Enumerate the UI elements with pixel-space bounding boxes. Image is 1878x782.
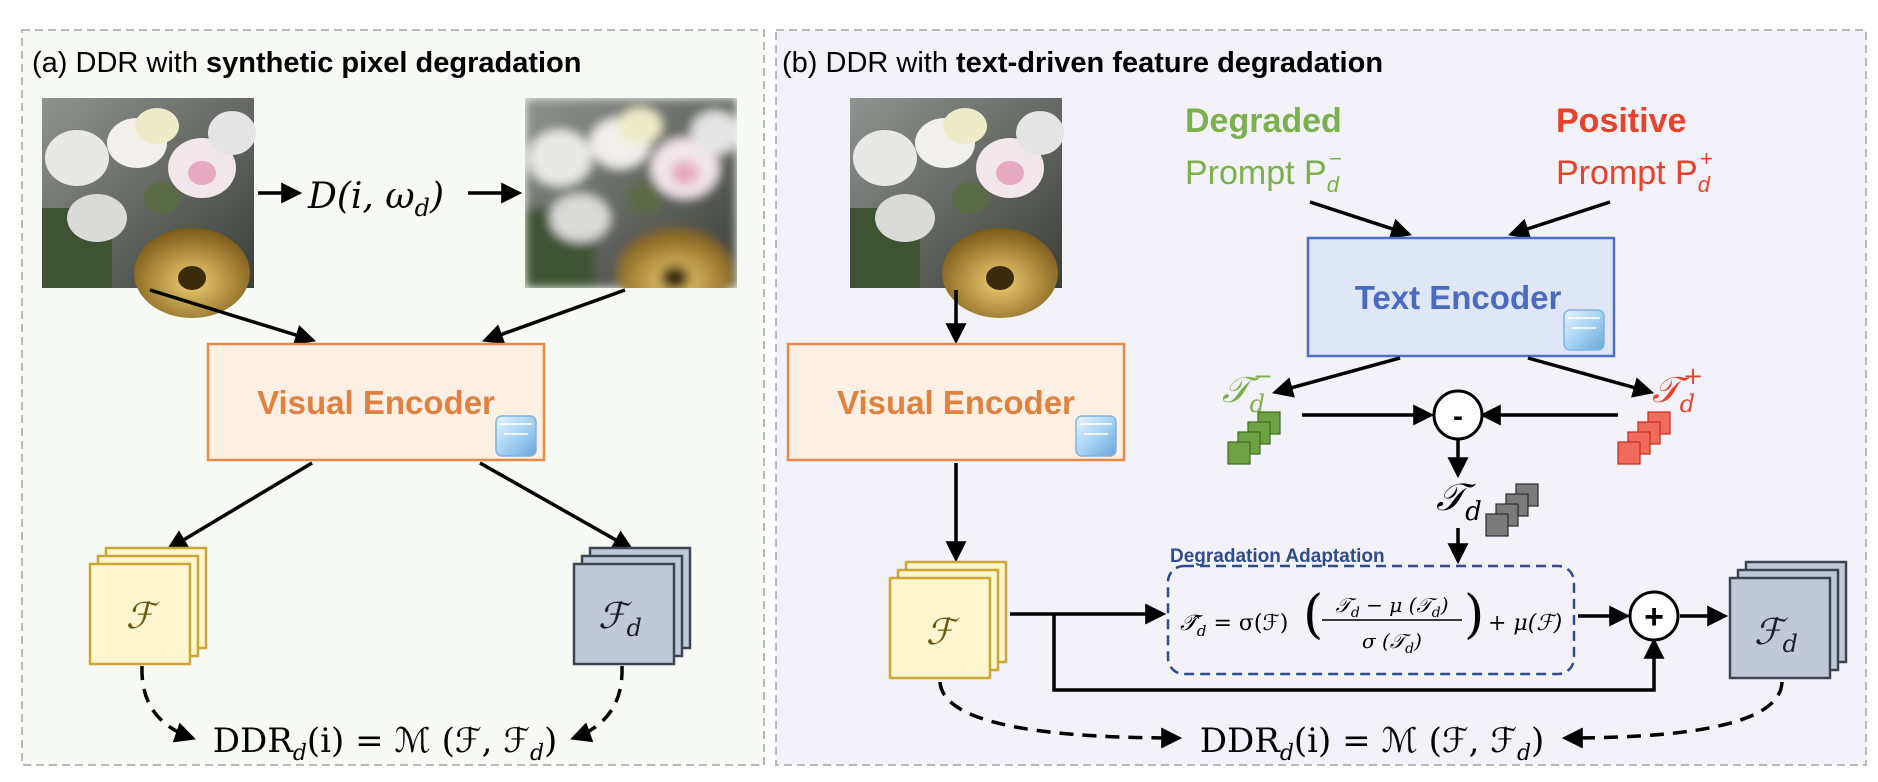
- dashed-arrow-degraded-to-ddr: [1561, 681, 1784, 749]
- dashed-arrow-degraded-to-ddr: [570, 665, 624, 743]
- arrow-feature-residual-to-plus: [1052, 614, 1665, 692]
- adaptation-tail: + μ(ℱ): [1488, 611, 1562, 636]
- degradation-adaptation-title: Degradation Adaptation: [1170, 546, 1385, 567]
- plus-symbol: +: [1644, 598, 1664, 636]
- panel-a: (a) DDR with synthetic pixel degradation…: [21, 29, 765, 766]
- frozen-ice-icon: [1563, 309, 1605, 351]
- arrow-encoder-to-feature: [166, 461, 313, 551]
- t-neg-token-stack: [1227, 411, 1281, 465]
- minus-operator: -: [1432, 389, 1484, 441]
- t-neg-label: 𝒯d−: [1222, 362, 1273, 418]
- dashed-arrow-feature-to-ddr: [140, 665, 196, 743]
- adaptation-left-paren: (: [1303, 585, 1323, 645]
- panel-a-visual-encoder: Visual Encoder: [206, 342, 546, 462]
- adaptation-denominator: σ (𝒯d): [1362, 629, 1422, 657]
- visual-encoder-label: Visual Encoder: [837, 384, 1075, 421]
- arrow-clean-to-encoder: [149, 288, 317, 346]
- arrow-encoder-to-degraded-feature: [479, 461, 634, 551]
- panel-a-ddr-formula: DDRd(i) = ℳ (ℱ, ℱd): [213, 721, 558, 766]
- text-encoder: Text Encoder: [1306, 236, 1616, 358]
- frozen-ice-icon: [495, 415, 537, 457]
- arrow-degraded-prompt-to-text-encoder: [1309, 200, 1412, 239]
- panel-b: (b) DDR with text-driven feature degrada…: [775, 29, 1867, 766]
- t-pos-label: 𝒯d+: [1652, 362, 1703, 418]
- degradation-adaptation-block: Degradation Adaptation 𝒯̂d = σ(ℱ) ( 𝒯d −…: [1166, 546, 1576, 676]
- minus-symbol: -: [1453, 400, 1463, 433]
- arrow-text-encoder-to-t-pos: [1527, 356, 1655, 398]
- panel-b-visual-encoder: Visual Encoder: [786, 342, 1126, 462]
- t-pos-token-stack: [1617, 411, 1671, 465]
- panel-b-input-image: [850, 98, 1064, 318]
- adaptation-right-paren: ): [1464, 585, 1484, 645]
- positive-prompt-heading: Positive: [1556, 102, 1686, 140]
- text-encoder-label: Text Encoder: [1355, 279, 1562, 316]
- degrade-op-label: D(i, ωd): [307, 176, 444, 222]
- panel-a-clean-image: [42, 98, 256, 318]
- panel-a-title: (a) DDR with synthetic pixel degradation: [32, 47, 582, 79]
- frozen-ice-icon: [1075, 415, 1117, 457]
- panel-b-feature-stack: ℱ: [888, 560, 1008, 680]
- panel-b-title: (b) DDR with text-driven feature degrada…: [782, 47, 1383, 79]
- visual-encoder-label: Visual Encoder: [257, 384, 495, 421]
- panel-b-ddr-formula: DDRd(i) = ℳ (ℱ, ℱd): [1200, 721, 1545, 766]
- degraded-prompt-heading: Degraded: [1185, 102, 1342, 140]
- arrow-positive-prompt-to-text-encoder: [1508, 200, 1611, 239]
- panel-b-degraded-feature-stack: ℱd: [1728, 560, 1848, 680]
- arrow-text-encoder-to-t-neg: [1271, 356, 1401, 398]
- panel-a-feature-stack: ℱ: [88, 546, 208, 666]
- panel-a-degraded-feature-stack: ℱd: [572, 546, 692, 666]
- adaptation-lhs: 𝒯̂d = σ(ℱ): [1180, 611, 1288, 640]
- t-d-token-stack: [1485, 483, 1539, 537]
- panel-a-degraded-image: [525, 98, 737, 288]
- positive-prompt-label: Prompt Pd+: [1556, 146, 1713, 197]
- arrow-degraded-to-encoder: [482, 288, 626, 345]
- degraded-prompt-label: Prompt Pd−: [1185, 146, 1342, 197]
- dashed-arrow-feature-to-ddr: [938, 681, 1183, 749]
- plus-operator: +: [1628, 590, 1680, 642]
